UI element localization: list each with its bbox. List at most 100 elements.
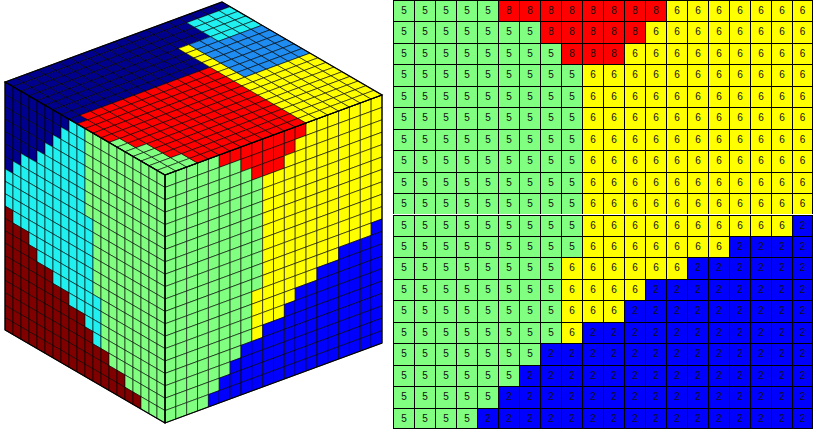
grid-cell: 2 (624, 300, 645, 321)
cell-value: 2 (709, 366, 729, 386)
cell-value: 6 (772, 108, 792, 128)
grid-cell: 6 (666, 64, 687, 85)
grid-cell: 5 (498, 215, 519, 236)
grid-cell: 2 (498, 408, 519, 429)
grid-cell: 5 (435, 21, 456, 42)
grid-cell: 6 (603, 236, 624, 257)
grid-cell: 6 (582, 86, 603, 107)
cell-value: 5 (520, 44, 540, 64)
grid-cell: 5 (393, 193, 414, 214)
cell-value: 2 (730, 323, 750, 343)
grid-cell: 6 (624, 86, 645, 107)
grid-cell: 2 (792, 365, 813, 386)
grid-cell: 6 (750, 21, 771, 42)
grid-cell: 5 (498, 322, 519, 343)
grid-cell: 2 (771, 236, 792, 257)
cell-value: 6 (562, 280, 582, 300)
grid-cell: 6 (582, 150, 603, 171)
grid-cell: 2 (708, 408, 729, 429)
grid-cell: 2 (792, 257, 813, 278)
cell-value: 2 (709, 323, 729, 343)
cell-value: 2 (646, 323, 666, 343)
grid-cell: 2 (750, 322, 771, 343)
grid-cell: 6 (666, 172, 687, 193)
cell-value: 6 (688, 194, 708, 214)
grid-cell: 5 (435, 86, 456, 107)
grid-cell: 5 (456, 172, 477, 193)
grid-cell: 5 (498, 257, 519, 278)
grid-cell: 2 (582, 343, 603, 364)
grid-cell: 2 (687, 365, 708, 386)
grid-cell: 2 (687, 257, 708, 278)
cell-value: 2 (709, 258, 729, 278)
cell-value: 5 (415, 301, 435, 321)
grid-cell: 6 (750, 150, 771, 171)
grid-cell: 5 (519, 236, 540, 257)
grid-cell: 6 (708, 0, 729, 21)
grid-cell: 6 (792, 64, 813, 85)
grid-cell: 6 (729, 86, 750, 107)
cell-value: 6 (667, 173, 687, 193)
cell-value: 5 (457, 301, 477, 321)
cell-value: 2 (751, 258, 771, 278)
cell-value: 5 (436, 44, 456, 64)
grid-cell: 8 (603, 43, 624, 64)
grid-cell: 5 (498, 107, 519, 128)
cell-value: 5 (436, 323, 456, 343)
grid-cell: 5 (498, 365, 519, 386)
cell-value: 2 (667, 366, 687, 386)
cell-value: 5 (478, 366, 498, 386)
grid-cell: 6 (792, 172, 813, 193)
grid-cell: 6 (603, 172, 624, 193)
grid-cell: 6 (666, 150, 687, 171)
grid-cell: 6 (645, 129, 666, 150)
cell-value: 5 (541, 280, 561, 300)
cell-value: 2 (562, 366, 582, 386)
grid-cell: 5 (435, 129, 456, 150)
cell-value: 5 (394, 151, 414, 171)
grid-cell: 5 (414, 236, 435, 257)
cell-value: 5 (499, 22, 519, 42)
grid-cell: 2 (582, 408, 603, 429)
grid-cell: 2 (729, 343, 750, 364)
grid-cell: 6 (687, 236, 708, 257)
grid-cell: 5 (477, 43, 498, 64)
grid-cell: 5 (456, 365, 477, 386)
grid-cell: 6 (624, 43, 645, 64)
grid-cell: 5 (498, 300, 519, 321)
grid-cell: 2 (603, 365, 624, 386)
cell-value: 2 (709, 280, 729, 300)
cell-value: 5 (436, 22, 456, 42)
grid-cell: 5 (540, 107, 561, 128)
grid-cell: 6 (708, 172, 729, 193)
grid-cell: 2 (519, 386, 540, 407)
grid-cell: 6 (582, 236, 603, 257)
cell-value: 2 (751, 366, 771, 386)
cell-value: 6 (604, 216, 624, 236)
cell-value: 6 (709, 216, 729, 236)
cell-value: 2 (541, 344, 561, 364)
grid-cell: 8 (561, 43, 582, 64)
grid-cell: 6 (645, 107, 666, 128)
cell-value: 5 (478, 108, 498, 128)
cell-value: 6 (604, 130, 624, 150)
grid-cell: 5 (498, 150, 519, 171)
cell-value: 5 (415, 108, 435, 128)
cell-value: 2 (793, 366, 812, 386)
cell-value: 5 (541, 258, 561, 278)
grid-cell: 5 (456, 257, 477, 278)
cell-value: 6 (604, 301, 624, 321)
grid-cell: 2 (792, 300, 813, 321)
cell-value: 5 (415, 216, 435, 236)
cell-value: 2 (646, 280, 666, 300)
grid-cell: 6 (771, 43, 792, 64)
cell-value: 5 (415, 87, 435, 107)
cell-value: 2 (520, 409, 540, 429)
grid-cell: 6 (771, 107, 792, 128)
cell-value: 6 (604, 108, 624, 128)
cell-value: 5 (478, 87, 498, 107)
cell-value: 6 (793, 1, 812, 21)
cell-value: 2 (646, 344, 666, 364)
cell-value: 2 (793, 301, 812, 321)
cell-value: 6 (751, 194, 771, 214)
